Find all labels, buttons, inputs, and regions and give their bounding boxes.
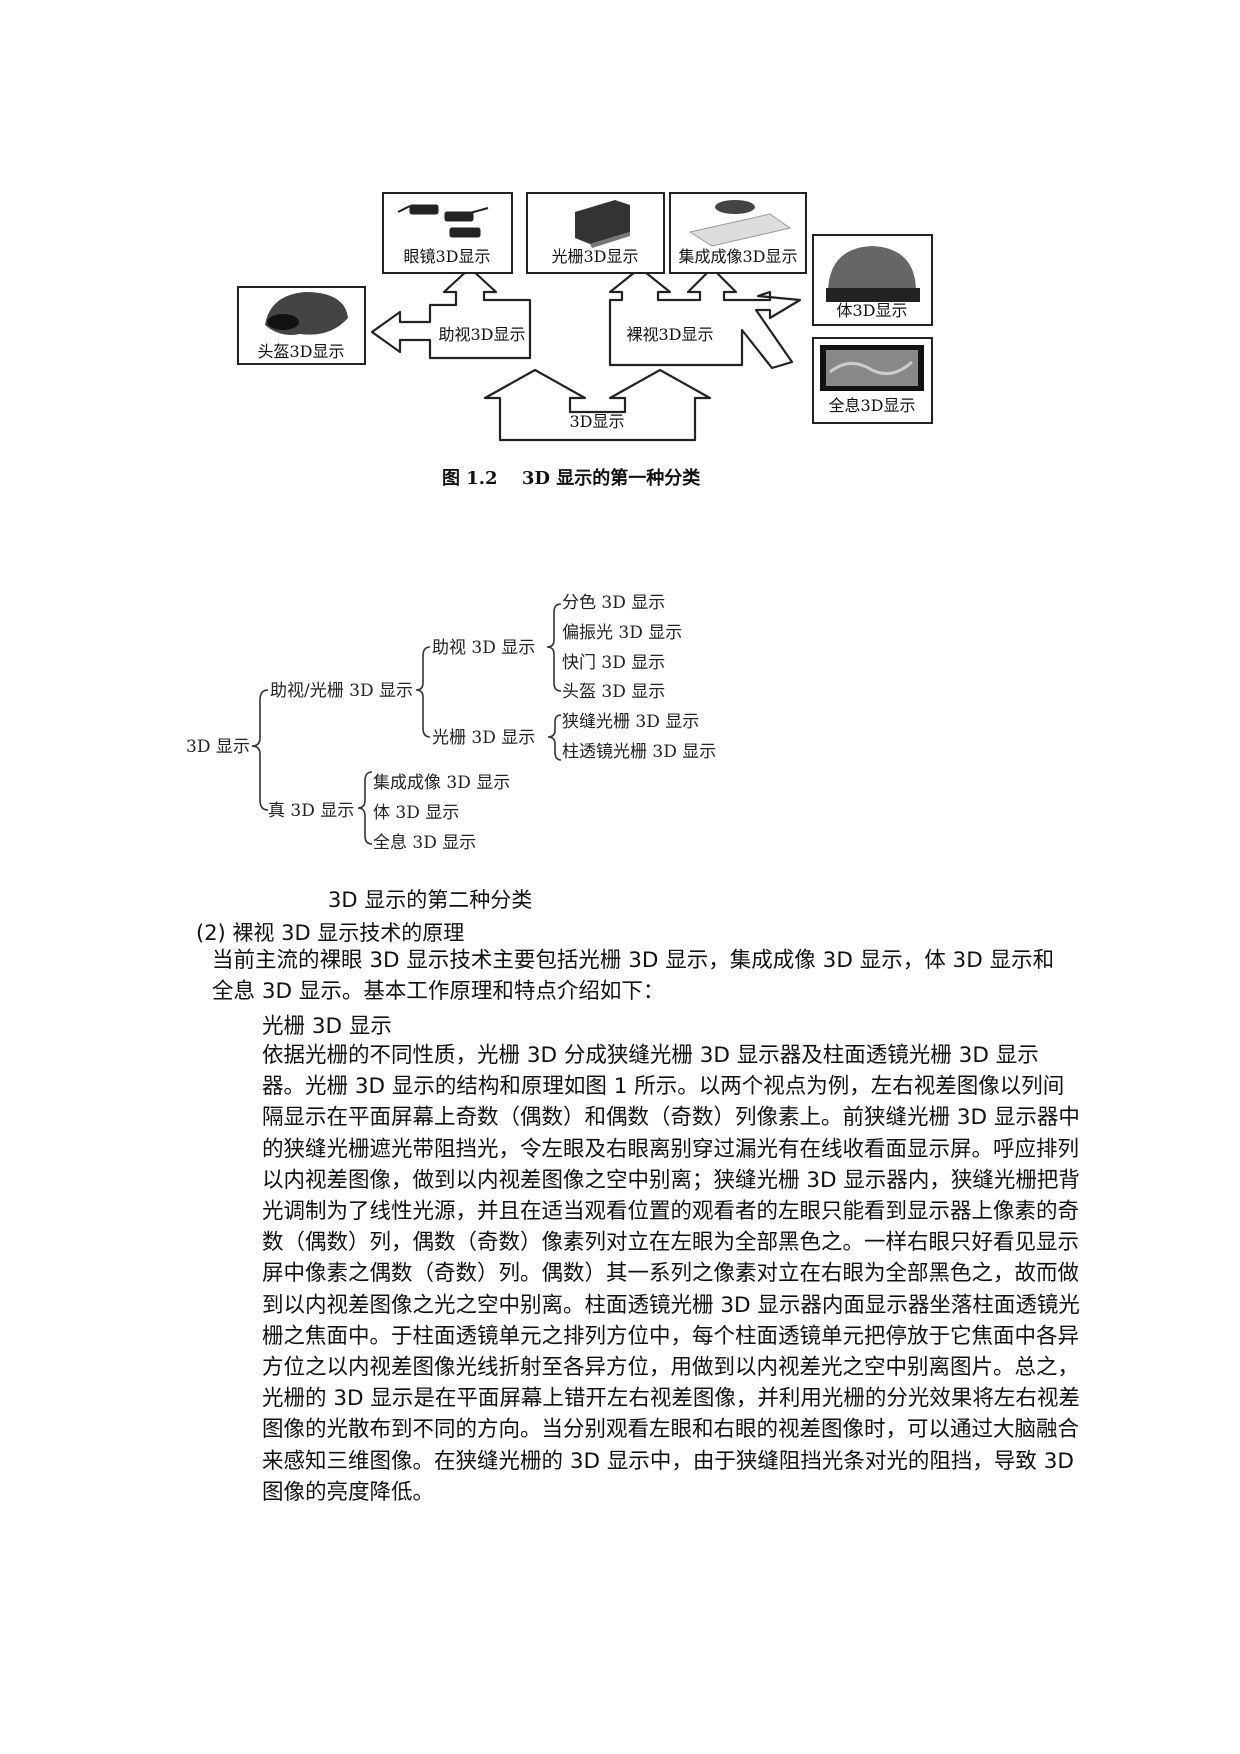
tree-assisted-item: 分色 3D 显示 [562, 593, 665, 613]
monitor-icon [575, 200, 630, 248]
tree-assisted-grating: 助视/光栅 3D 显示 [270, 681, 413, 701]
tree-assisted-item: 偏振光 3D 显示 [562, 623, 682, 643]
tree-assisted: 助视 3D 显示 [432, 638, 535, 658]
tree-assisted-item: 头盔 3D 显示 [562, 682, 665, 702]
naked-arrow-block [608, 266, 802, 370]
tree-true-item: 集成成像 3D 显示 [373, 773, 510, 793]
figure-1-diagram: 眼镜3D显示 光栅3D显示 集成成像3D显示 头盔3D显示 体3D显示 全息3D… [237, 192, 933, 489]
volumetric-label: 体3D显示 [836, 301, 907, 320]
subsection-title: 光栅 3D 显示 [262, 1014, 392, 1039]
tree-true-item: 全息 3D 显示 [373, 833, 476, 853]
root-arrow-block [483, 368, 712, 442]
tree-root: 3D 显示 [186, 737, 250, 757]
assisted-brace [546, 603, 562, 692]
helmet-label: 头盔3D显示 [257, 342, 344, 361]
assisted-arrow-block [370, 266, 532, 360]
true3d-brace [357, 771, 373, 845]
grating-paragraph: 依据光栅的不同性质，光栅 3D 分成狭缝光栅 3D 显示器及柱面透镜光栅 3D … [262, 1043, 1080, 1505]
holographic-label: 全息3D显示 [828, 396, 915, 415]
glasses-box [382, 192, 513, 274]
grating-brace [547, 714, 562, 761]
tree-true3d: 真 3D 显示 [268, 801, 354, 821]
glasses-label: 眼镜3D显示 [403, 247, 490, 266]
intro-paragraph: 当前主流的裸眼 3D 显示技术主要包括光栅 3D 显示，集成成像 3D 显示，体… [212, 948, 1055, 1005]
root-label: 3D显示 [569, 412, 624, 431]
volumetric-icon [826, 246, 920, 302]
tree-grating-item: 狭缝光栅 3D 显示 [562, 712, 699, 732]
integral-label: 集成成像3D显示 [678, 247, 797, 266]
assisted-label: 助视3D显示 [438, 325, 525, 344]
helmet-icon [265, 292, 348, 335]
tree-grating: 光栅 3D 显示 [432, 728, 535, 748]
figure-2-caption: 3D 显示的第二种分类 [328, 888, 533, 912]
figure-1-caption: 图 1.2 3D 显示的第一种分类 [442, 467, 701, 489]
section-heading: (2) 裸视 3D 显示技术的原理 [196, 921, 465, 945]
tree-assisted-item: 快门 3D 显示 [562, 653, 665, 673]
naked-label: 裸视3D显示 [626, 325, 713, 344]
assisted-grating-brace [415, 646, 431, 738]
tree-grating-item: 柱透镜光栅 3D 显示 [562, 742, 716, 762]
grating-label: 光栅3D显示 [551, 247, 638, 266]
glasses-icon [397, 204, 489, 238]
figure-2-tree: 3D 显示 助视/光栅 3D 显示 真 3D 显示 助视 3D 显示 光栅 3D… [186, 593, 716, 853]
root-brace [251, 689, 269, 811]
integral-imaging-icon [688, 200, 792, 247]
hologram-icon [820, 345, 924, 391]
tree-true-item: 体 3D 显示 [373, 803, 459, 823]
